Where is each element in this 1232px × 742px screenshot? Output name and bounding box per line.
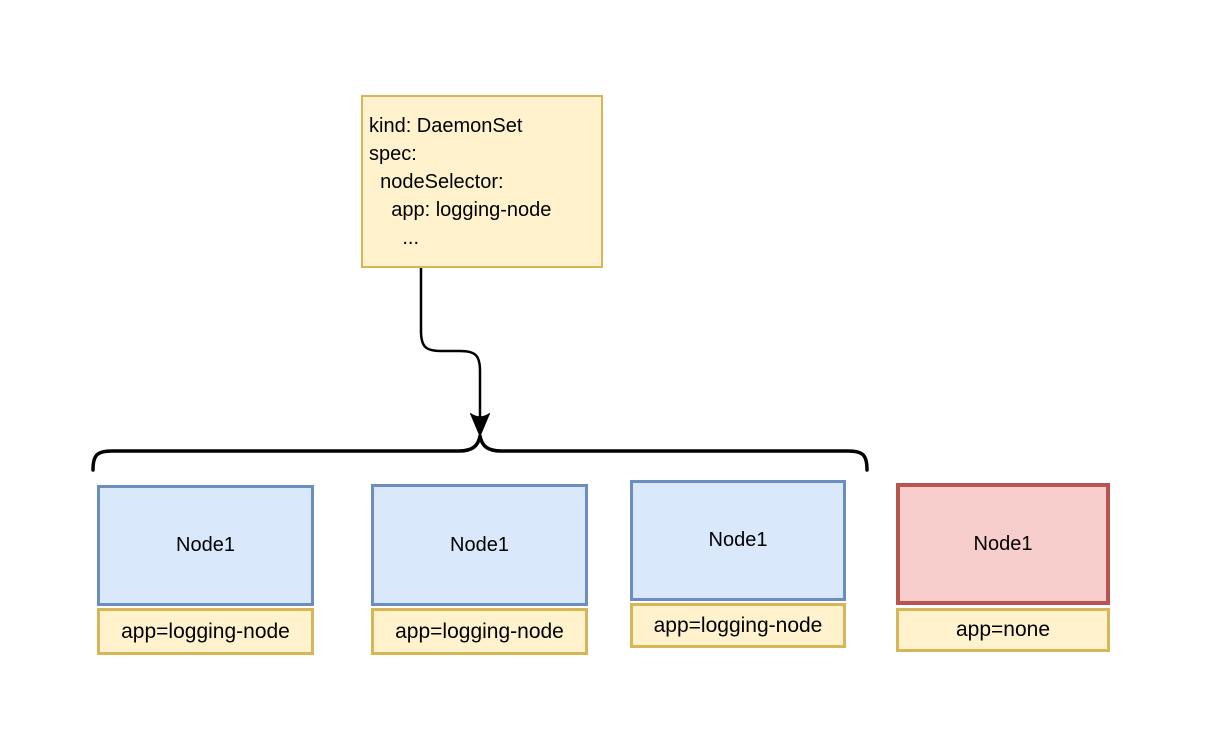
yaml-line-ellipsis: ... (369, 227, 420, 249)
daemonset-spec-box: kind: DaemonSet spec: nodeSelector: app:… (361, 95, 603, 268)
node-title: Node1 (450, 533, 509, 556)
arrowhead-icon (470, 413, 490, 437)
node-card: Node1 app=logging-node (630, 480, 846, 648)
grouping-brace (91, 434, 869, 472)
node-card: Node1 app=none (896, 483, 1110, 652)
node-selector-label: app=logging-node (395, 619, 564, 643)
yaml-line-kind: kind: DaemonSet (369, 115, 523, 137)
node-box: Node1 (896, 483, 1110, 605)
node-selector-label-box: app=none (896, 608, 1110, 652)
node-box: Node1 (371, 484, 588, 606)
node-title: Node1 (176, 534, 235, 556)
node-box: Node1 (630, 480, 846, 601)
node-selector-label: app=logging-node (653, 613, 823, 637)
node-title: Node1 (973, 532, 1033, 555)
yaml-line-nodeselector: nodeSelector: (369, 171, 504, 193)
node-selector-label: app=none (955, 618, 1051, 641)
yaml-line-spec: spec: (369, 143, 417, 165)
node-selector-label-box: app=logging-node (97, 608, 314, 655)
node-card: Node1 app=logging-node (371, 484, 588, 655)
daemonset-to-nodes-arrow (419, 266, 482, 419)
node-card: Node1 app=logging-node (97, 485, 314, 655)
node-selector-label: app=logging-node (121, 619, 290, 643)
node-selector-label-box: app=logging-node (371, 608, 588, 655)
node-box: Node1 (97, 485, 314, 606)
node-selector-label-box: app=logging-node (630, 603, 846, 648)
node-title: Node1 (708, 529, 768, 551)
yaml-line-app: app: logging-node (369, 199, 552, 221)
